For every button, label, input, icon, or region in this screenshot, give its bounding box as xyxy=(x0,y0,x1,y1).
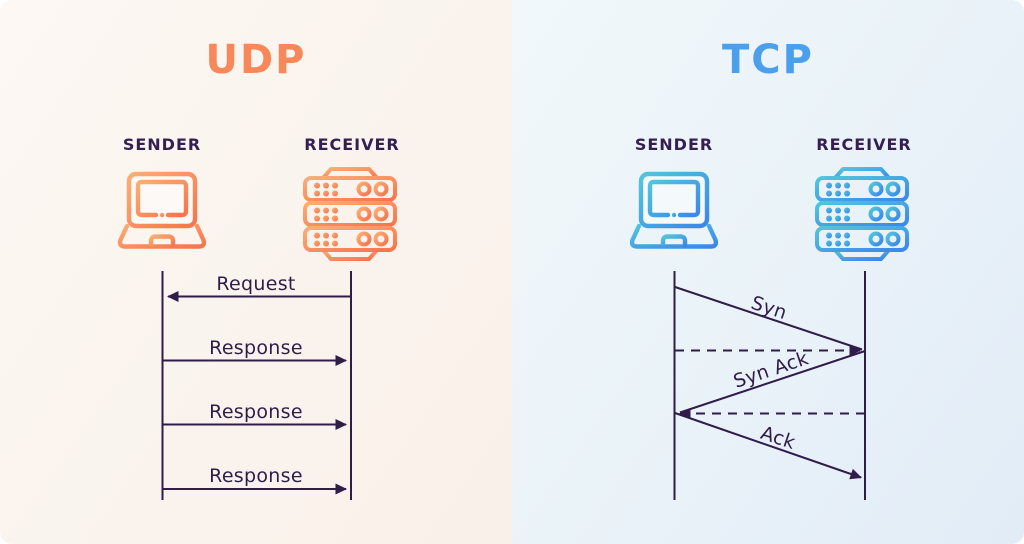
tcp-syn-arrow xyxy=(674,286,863,351)
udp-message-label: Response xyxy=(209,465,303,487)
udp-message-label: Response xyxy=(209,337,303,359)
laptop-icon xyxy=(117,171,207,249)
tcp-title: TCP xyxy=(722,37,814,83)
tcp-sender-label: SENDER xyxy=(634,135,714,154)
tcp-panel: TCP SENDER RECEIVER xyxy=(512,0,1024,544)
udp-sender-label: SENDER xyxy=(122,135,202,154)
udp-receiver-label: RECEIVER xyxy=(304,135,400,154)
tcp-ack-arrow xyxy=(674,412,862,480)
laptop-icon xyxy=(629,171,719,249)
udp-title: UDP xyxy=(205,37,307,83)
udp-sequence-diagram xyxy=(161,271,352,500)
server-rack-icon xyxy=(303,167,397,261)
udp-message-label: Response xyxy=(209,401,303,423)
tcp-synack-arrow xyxy=(679,350,866,414)
tcp-receiver-label: RECEIVER xyxy=(816,135,912,154)
udp-message-label: Request xyxy=(216,273,296,295)
server-rack-icon xyxy=(815,167,909,261)
tcp-sequence-diagram xyxy=(673,271,866,500)
udp-panel: UDP SENDER RECEIVER xyxy=(0,0,512,544)
